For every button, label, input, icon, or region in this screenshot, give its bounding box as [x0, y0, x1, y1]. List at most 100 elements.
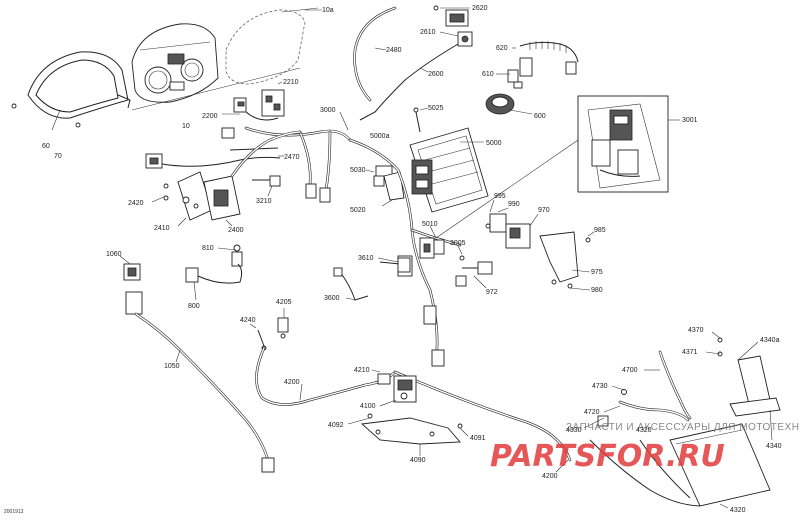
- component-2620: [433, 5, 469, 27]
- callout-4100: 4100: [360, 403, 376, 410]
- sensor-810: [231, 244, 243, 267]
- bolt-985: [585, 237, 591, 243]
- connector-972: [455, 261, 493, 287]
- callout-1060: 1060: [106, 251, 122, 258]
- callout-10: 10: [182, 123, 190, 130]
- callout-4340: 4340: [766, 443, 782, 450]
- callout-2210: 2210: [283, 79, 299, 86]
- callout-2400: 2400: [228, 227, 244, 234]
- relay-990: [489, 213, 507, 233]
- bolt-5025: [413, 107, 421, 133]
- callout-4320-upper: 4320: [636, 427, 652, 434]
- callout-1050: 1050: [164, 363, 180, 370]
- cluster-cover-10a: [131, 7, 319, 111]
- bracket-4090: [360, 417, 461, 445]
- callout-2620: 2620: [472, 5, 488, 12]
- leader-lines: [119, 7, 773, 509]
- callout-2410: 2410: [154, 225, 170, 232]
- callout-labels: 10a 10 60 70 2210 2200 2620 2610 2480 26…: [42, 5, 782, 514]
- callout-4371: 4371: [682, 349, 698, 356]
- screw-4370: [717, 337, 723, 357]
- callout-985: 985: [594, 227, 606, 234]
- callout-2200: 2200: [202, 113, 218, 120]
- harness-top: [244, 126, 352, 203]
- inset-detail-3001: [435, 95, 669, 239]
- callout-5020: 5020: [350, 207, 366, 214]
- callout-3001: 3001: [682, 117, 698, 124]
- bracket-5020: [383, 171, 405, 201]
- ecu-5000: [409, 127, 489, 213]
- callout-3610: 3610: [358, 255, 374, 262]
- callout-5010: 5010: [422, 221, 438, 228]
- callout-995: 995: [494, 193, 506, 200]
- washer-995: [485, 223, 491, 229]
- callout-4092: 4092: [328, 422, 344, 429]
- callout-3000: 3000: [320, 107, 336, 114]
- terminal-4205: [277, 317, 289, 339]
- callout-990: 990: [508, 201, 520, 208]
- clip-4210: [377, 373, 391, 385]
- nut-4730: [621, 389, 627, 395]
- callout-970: 970: [538, 207, 550, 214]
- callout-4720: 4720: [584, 409, 600, 416]
- callout-2470: 2470: [284, 154, 300, 161]
- callout-5000a: 5000a: [370, 133, 390, 140]
- callout-620: 620: [496, 45, 508, 52]
- relay-970: [505, 223, 531, 249]
- callout-5025: 5025: [428, 105, 444, 112]
- callout-4210: 4210: [354, 367, 370, 374]
- cluster-outline-60: [11, 51, 131, 131]
- bracket-975: [539, 231, 579, 283]
- callout-4730: 4730: [592, 383, 608, 390]
- watermark-logo: PARTSFOR.RU: [490, 439, 725, 474]
- callout-4200-upper: 4200: [284, 379, 300, 386]
- cable-2600: [359, 39, 466, 121]
- bolt-4091: [457, 423, 463, 429]
- callout-4700: 4700: [622, 367, 638, 374]
- cable-2480: [353, 6, 397, 102]
- callout-4370: 4370: [688, 327, 704, 334]
- component-3610: [379, 257, 411, 273]
- switch-1060: [123, 263, 141, 281]
- callout-3210: 3210: [256, 198, 272, 205]
- callout-600: 600: [534, 113, 546, 120]
- callout-2420: 2420: [128, 200, 144, 207]
- callout-3600: 3600: [324, 295, 340, 302]
- harness-left: [230, 130, 302, 178]
- watermark-caption: ЗАПЧАСТИ И АКСЕССУАРЫ ДЛЯ МОТОТЕХНИКИ: [566, 422, 800, 433]
- harness-main: [348, 138, 462, 367]
- cable-4200: [255, 346, 572, 462]
- screw-2420: [163, 183, 169, 201]
- callout-972: 972: [486, 289, 498, 296]
- callout-980: 980: [591, 287, 603, 294]
- strap-4340: [729, 397, 781, 417]
- battery-4320: [589, 423, 771, 507]
- callout-60: 60: [42, 143, 50, 150]
- callout-3005: 3005: [450, 240, 466, 247]
- callout-800: 800: [188, 303, 200, 310]
- callout-70: 70: [54, 153, 62, 160]
- nut-980: [551, 279, 573, 289]
- callout-4090: 4090: [410, 457, 426, 464]
- callout-4240: 4240: [240, 317, 256, 324]
- fastener-3005: [459, 255, 465, 261]
- cluster-10: [131, 23, 219, 103]
- callout-4205: 4205: [276, 299, 292, 306]
- callout-810: 810: [202, 245, 214, 252]
- callout-5000: 5000: [486, 140, 502, 147]
- callout-2600: 2600: [428, 71, 444, 78]
- connector-2210: [245, 89, 285, 121]
- callout-4091: 4091: [470, 435, 486, 442]
- component-600: [485, 93, 515, 115]
- callout-2610: 2610: [420, 29, 436, 36]
- connector-2470: [145, 147, 281, 169]
- callout-4320-lower: 4320: [730, 507, 746, 514]
- bolt-4092: [367, 413, 373, 419]
- cable-4700: [658, 350, 692, 420]
- cable-4720: [618, 400, 690, 422]
- callout-975: 975: [591, 269, 603, 276]
- connector-5010: [433, 239, 445, 255]
- sensor-800: [185, 263, 243, 284]
